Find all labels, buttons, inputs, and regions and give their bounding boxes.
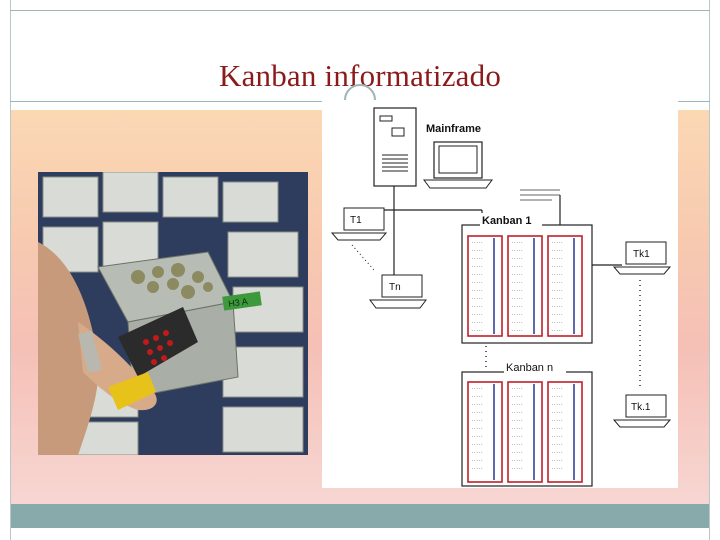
svg-text:·····: ····· [511, 256, 523, 261]
svg-text:·····: ····· [511, 434, 523, 439]
terminal-t1-label: T1 [350, 215, 362, 226]
svg-text:·····: ····· [551, 442, 563, 447]
svg-text:·····: ····· [471, 288, 483, 293]
warehouse-scanner-photo: H3 A [38, 172, 308, 455]
svg-text:·····: ····· [471, 394, 483, 399]
svg-text:·····: ····· [471, 272, 483, 277]
svg-text:·····: ····· [551, 288, 563, 293]
svg-text:·····: ····· [551, 280, 563, 285]
svg-text:·····: ····· [511, 450, 523, 455]
legend-marks [520, 190, 560, 200]
kanban-n-label: Kanban n [506, 362, 553, 374]
svg-text:·····: ····· [471, 418, 483, 423]
svg-text:·····: ····· [471, 240, 483, 245]
svg-text:·····: ····· [511, 248, 523, 253]
svg-text:·····: ····· [471, 402, 483, 407]
svg-text:·····: ····· [471, 466, 483, 471]
svg-text:·····: ····· [511, 466, 523, 471]
svg-text:·····: ····· [551, 402, 563, 407]
svg-text:·····: ····· [551, 248, 563, 253]
svg-text:·····: ····· [551, 296, 563, 301]
svg-text:·····: ····· [511, 304, 523, 309]
svg-text:·····: ····· [551, 264, 563, 269]
frame-top-line [10, 10, 710, 11]
svg-text:·····: ····· [471, 434, 483, 439]
svg-text:·····: ····· [471, 312, 483, 317]
svg-text:·····: ····· [511, 418, 523, 423]
svg-text:·····: ····· [551, 256, 563, 261]
mainframe-tower-icon [374, 108, 416, 186]
kanban-1-label: Kanban 1 [482, 215, 532, 227]
monitor-icon [424, 142, 492, 188]
svg-text:·····: ····· [551, 410, 563, 415]
footer-bar [11, 504, 709, 528]
svg-text:·····: ····· [511, 410, 523, 415]
svg-text:·····: ····· [471, 458, 483, 463]
svg-text:·····: ····· [471, 264, 483, 269]
svg-text:·····: ····· [471, 304, 483, 309]
terminal-tk1-label: Tk1 [633, 249, 650, 260]
svg-text:·····: ····· [511, 312, 523, 317]
svg-text:·····: ····· [471, 426, 483, 431]
svg-text:·····: ····· [551, 304, 563, 309]
terminal-tn-label: Tn [389, 282, 401, 293]
svg-text:·····: ····· [511, 240, 523, 245]
svg-text:·····: ····· [551, 394, 563, 399]
svg-text:·····: ····· [471, 328, 483, 333]
svg-text:·····: ····· [511, 272, 523, 277]
svg-text:·····: ····· [471, 248, 483, 253]
svg-text:·····: ····· [511, 264, 523, 269]
svg-text:·····: ····· [551, 458, 563, 463]
svg-text:·····: ····· [471, 442, 483, 447]
kanban-network-diagram: Mainframe [322, 100, 678, 488]
svg-text:·····: ····· [471, 450, 483, 455]
mainframe-label: Mainframe [426, 123, 481, 135]
svg-text:·····: ····· [511, 458, 523, 463]
svg-text:·····: ····· [511, 280, 523, 285]
svg-text:·····: ····· [511, 288, 523, 293]
svg-text:·····: ····· [511, 386, 523, 391]
svg-text:·····: ····· [551, 434, 563, 439]
svg-text:·····: ····· [471, 296, 483, 301]
svg-text:·····: ····· [471, 256, 483, 261]
kanban-1-board: ····· ····· ····· ····· ····· ····· ····· ···… [462, 225, 592, 343]
svg-text:·····: ····· [471, 320, 483, 325]
svg-text:·····: ····· [551, 240, 563, 245]
svg-text:·····: ····· [511, 328, 523, 333]
terminal-tk-label: Tk.1 [631, 402, 651, 413]
svg-text:·····: ····· [511, 402, 523, 407]
svg-text:·····: ····· [471, 410, 483, 415]
svg-text:·····: ····· [551, 272, 563, 277]
svg-text:·····: ····· [511, 296, 523, 301]
svg-text:·····: ····· [551, 320, 563, 325]
svg-text:·····: ····· [471, 280, 483, 285]
svg-text:·····: ····· [551, 426, 563, 431]
svg-text:·····: ····· [551, 466, 563, 471]
kanban-n-board: ····· ····· ····· ····· ····· ····· ····· ···… [462, 372, 592, 486]
svg-text:·····: ····· [551, 450, 563, 455]
svg-text:·····: ····· [511, 394, 523, 399]
svg-text:·····: ····· [511, 442, 523, 447]
svg-text:·····: ····· [511, 426, 523, 431]
svg-text:·····: ····· [551, 386, 563, 391]
svg-text:·····: ····· [551, 312, 563, 317]
svg-text:·····: ····· [551, 328, 563, 333]
svg-text:·····: ····· [471, 386, 483, 391]
svg-text:·····: ····· [551, 418, 563, 423]
svg-text:·····: ····· [511, 320, 523, 325]
